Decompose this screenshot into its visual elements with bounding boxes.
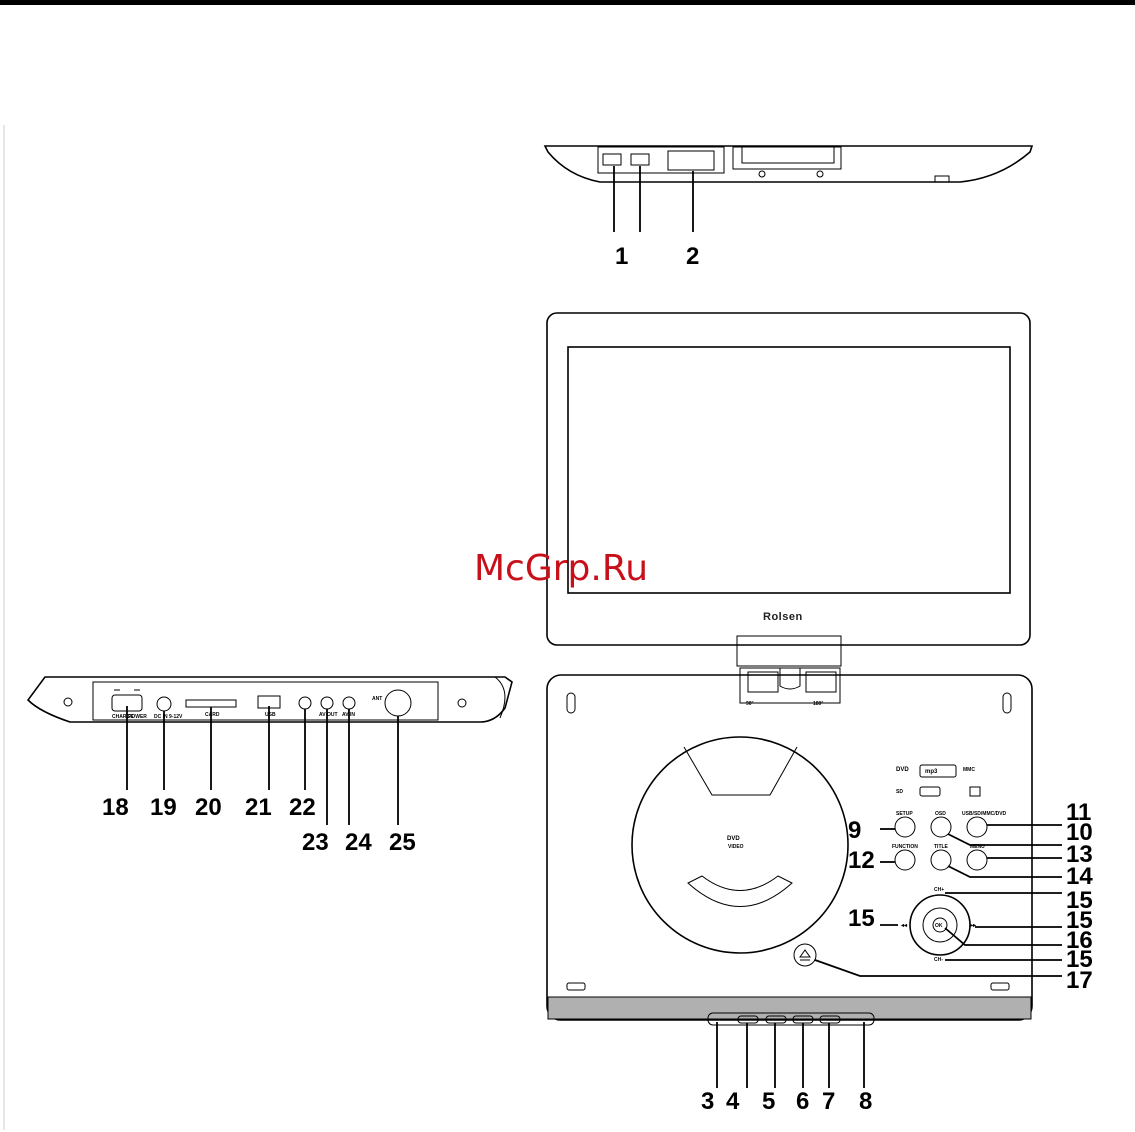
brand-logo: Rolsen bbox=[763, 611, 803, 623]
callout-18: 18 bbox=[102, 794, 129, 821]
callout-12: 12 bbox=[848, 847, 875, 874]
front-edge-view bbox=[545, 146, 1032, 232]
callout-24: 24 bbox=[345, 829, 372, 856]
svg-text:SETUP: SETUP bbox=[896, 811, 913, 817]
ant-jack bbox=[385, 690, 411, 716]
svg-text:DVD: DVD bbox=[896, 767, 909, 773]
svg-text:▸▸: ▸▸ bbox=[969, 923, 977, 929]
card-slot bbox=[186, 700, 236, 707]
callout-7: 7 bbox=[822, 1088, 835, 1115]
svg-text:FUNCTION: FUNCTION bbox=[892, 844, 918, 850]
menu-button bbox=[967, 850, 987, 870]
svg-text:CH-: CH- bbox=[934, 957, 943, 963]
callout-4: 4 bbox=[726, 1088, 740, 1115]
svg-text:mp3: mp3 bbox=[925, 769, 938, 775]
callout-25: 25 bbox=[389, 829, 416, 856]
speaker-grille bbox=[548, 997, 1031, 1019]
svg-text:TITLE: TITLE bbox=[934, 844, 949, 850]
svg-text:ANT: ANT bbox=[372, 696, 382, 702]
disc-logo: DVD bbox=[727, 836, 740, 842]
svg-text:POWER: POWER bbox=[128, 714, 147, 720]
eject-button bbox=[794, 944, 816, 966]
callout-21: 21 bbox=[245, 794, 272, 821]
callout-22: 22 bbox=[289, 794, 316, 821]
svg-text:VIDEO: VIDEO bbox=[728, 844, 744, 850]
callout-numbers: 1 2 3 4 5 6 7 8 9 10 11 12 13 14 15 15 1… bbox=[102, 243, 1093, 1115]
svg-text:◂◂: ◂◂ bbox=[900, 923, 908, 929]
callout-2: 2 bbox=[686, 243, 699, 270]
callout-19: 19 bbox=[150, 794, 177, 821]
base-top-view: 90° 180° DVD VIDEO DVD mp3 MMC SD SETUP … bbox=[547, 668, 1062, 1088]
setup-button bbox=[895, 817, 915, 837]
source-button bbox=[967, 817, 987, 837]
callout-1: 1 bbox=[615, 243, 628, 270]
svg-text:MMC: MMC bbox=[963, 767, 975, 773]
svg-text:90°: 90° bbox=[746, 701, 754, 707]
headphone-jack bbox=[299, 697, 311, 709]
svg-text:DC IN 9-12V: DC IN 9-12V bbox=[154, 714, 183, 720]
av-in-jack bbox=[343, 697, 355, 709]
svg-text:SD: SD bbox=[896, 789, 903, 795]
svg-text:AV OUT: AV OUT bbox=[319, 712, 338, 718]
callout-11: 11 bbox=[1066, 799, 1091, 826]
svg-text:OK: OK bbox=[935, 923, 943, 929]
callout-3: 3 bbox=[701, 1088, 714, 1115]
svg-text:USB: USB bbox=[265, 712, 276, 718]
callout-23: 23 bbox=[302, 829, 329, 856]
watermark: McGrp.Ru bbox=[474, 548, 648, 589]
callout-20: 20 bbox=[195, 794, 222, 821]
callout-8: 8 bbox=[859, 1088, 872, 1115]
callout-5: 5 bbox=[762, 1088, 775, 1115]
callout-17: 17 bbox=[1066, 967, 1093, 994]
front-button-1b bbox=[631, 154, 649, 165]
header-bar bbox=[0, 0, 1135, 5]
svg-text:CH+: CH+ bbox=[934, 887, 944, 893]
callout-15-left: 15 bbox=[848, 905, 875, 932]
function-button bbox=[895, 850, 915, 870]
front-button-1a bbox=[603, 154, 621, 165]
svg-text:180°: 180° bbox=[813, 701, 823, 707]
svg-text:CARD: CARD bbox=[205, 712, 220, 718]
callout-14: 14 bbox=[1066, 863, 1093, 890]
callout-9: 9 bbox=[848, 817, 861, 844]
svg-text:USB/SD/MMC/DVD: USB/SD/MMC/DVD bbox=[962, 811, 1007, 817]
svg-text:OSD: OSD bbox=[935, 811, 946, 817]
callout-6: 6 bbox=[796, 1088, 809, 1115]
front-window-2 bbox=[668, 151, 714, 170]
av-out-jack bbox=[321, 697, 333, 709]
callout-16: 16 bbox=[1066, 927, 1093, 954]
screen-lid: Rolsen bbox=[547, 313, 1030, 666]
dc-in-jack bbox=[157, 697, 171, 711]
